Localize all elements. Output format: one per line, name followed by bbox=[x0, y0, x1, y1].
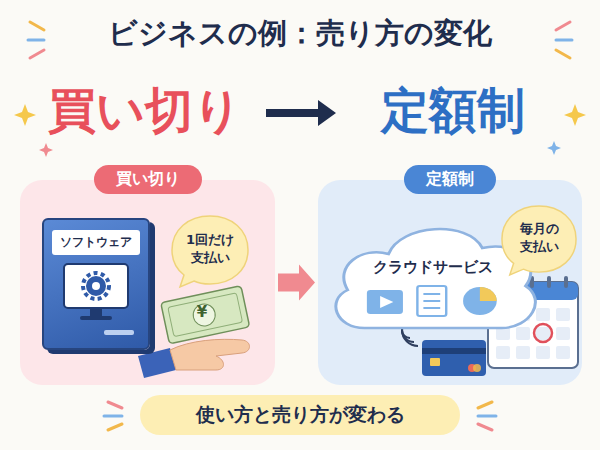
tick bbox=[556, 39, 572, 42]
node-label: 1回だけ 支払い bbox=[179, 231, 241, 266]
document-line bbox=[423, 300, 440, 302]
purchase-panel: 買い切りソフトウェア1回だけ 支払い bbox=[20, 180, 275, 385]
node-label: クラウドサービス bbox=[326, 258, 540, 277]
card-stripe bbox=[422, 348, 486, 354]
panel-tab: 買い切り bbox=[94, 165, 202, 194]
tick bbox=[478, 415, 496, 418]
hand bbox=[170, 339, 250, 370]
node-label: 使い方と売り方が変わる bbox=[196, 402, 405, 428]
tick bbox=[108, 402, 122, 408]
flow-arrow bbox=[278, 265, 315, 301]
card-chip bbox=[430, 358, 440, 366]
title: ビジネスの例：売り方の変化 bbox=[0, 14, 600, 54]
video-icon bbox=[367, 290, 403, 314]
currency-sign: ¥ bbox=[190, 303, 214, 321]
bubble bbox=[172, 216, 248, 287]
tick bbox=[30, 22, 44, 30]
sparkle bbox=[39, 143, 53, 157]
calendar-cell bbox=[536, 346, 550, 359]
software-box: ソフトウェア bbox=[42, 218, 150, 350]
bill bbox=[161, 286, 250, 344]
tick bbox=[28, 39, 44, 42]
pie-chart bbox=[463, 287, 497, 315]
headline-word: 定額制 bbox=[338, 82, 568, 140]
document-line bbox=[423, 293, 440, 295]
calendar-cell bbox=[536, 327, 550, 340]
calendar-ring bbox=[547, 276, 551, 288]
message-pill: 使い方と売り方が変わる bbox=[140, 395, 460, 435]
speech-bubble: 1回だけ 支払い bbox=[170, 214, 250, 288]
box-stripe bbox=[104, 330, 134, 335]
banknote bbox=[161, 286, 250, 344]
calendar-cell bbox=[556, 346, 570, 359]
document-icon bbox=[417, 286, 446, 316]
tick bbox=[104, 415, 122, 418]
credit-card bbox=[422, 340, 486, 376]
calendar-ring bbox=[564, 276, 568, 288]
node-label: ソフトウェア bbox=[52, 230, 140, 255]
gear bbox=[86, 276, 106, 296]
calendar-cell bbox=[556, 308, 570, 321]
sparkle bbox=[564, 104, 586, 126]
gear-teeth bbox=[83, 273, 109, 299]
play-symbol bbox=[380, 296, 393, 308]
headline-word: 買い切り bbox=[30, 82, 260, 140]
speech-bubble: 毎月の 支払い bbox=[500, 204, 578, 276]
document-line bbox=[423, 307, 440, 309]
tick bbox=[108, 424, 122, 430]
card-logo bbox=[473, 364, 481, 372]
tick bbox=[556, 22, 570, 30]
gear-hole bbox=[92, 282, 100, 290]
headline-arrow bbox=[266, 100, 336, 126]
monitor-base bbox=[80, 316, 112, 320]
tick bbox=[556, 50, 570, 58]
pie-slice bbox=[480, 287, 497, 301]
panel-tab: 定額制 bbox=[404, 165, 496, 194]
tick bbox=[478, 424, 492, 430]
subscription-panel: 定額制クラウドサービス毎月の 支払い bbox=[318, 180, 582, 385]
calendar-cell bbox=[556, 327, 570, 340]
monitor bbox=[64, 264, 128, 308]
sparkle bbox=[14, 104, 36, 126]
calendar-cell bbox=[516, 327, 530, 340]
tick bbox=[478, 402, 492, 408]
sparkle bbox=[547, 141, 561, 155]
tick bbox=[30, 50, 44, 58]
bill-border bbox=[168, 293, 243, 337]
node-label: 毎月の 支払い bbox=[508, 220, 570, 255]
calendar-cell bbox=[536, 308, 550, 321]
calendar-mark bbox=[534, 324, 552, 342]
bubble bbox=[502, 206, 576, 275]
calendar-cell bbox=[496, 346, 510, 359]
monitor-stand bbox=[90, 308, 102, 316]
calendar-cell bbox=[516, 346, 530, 359]
